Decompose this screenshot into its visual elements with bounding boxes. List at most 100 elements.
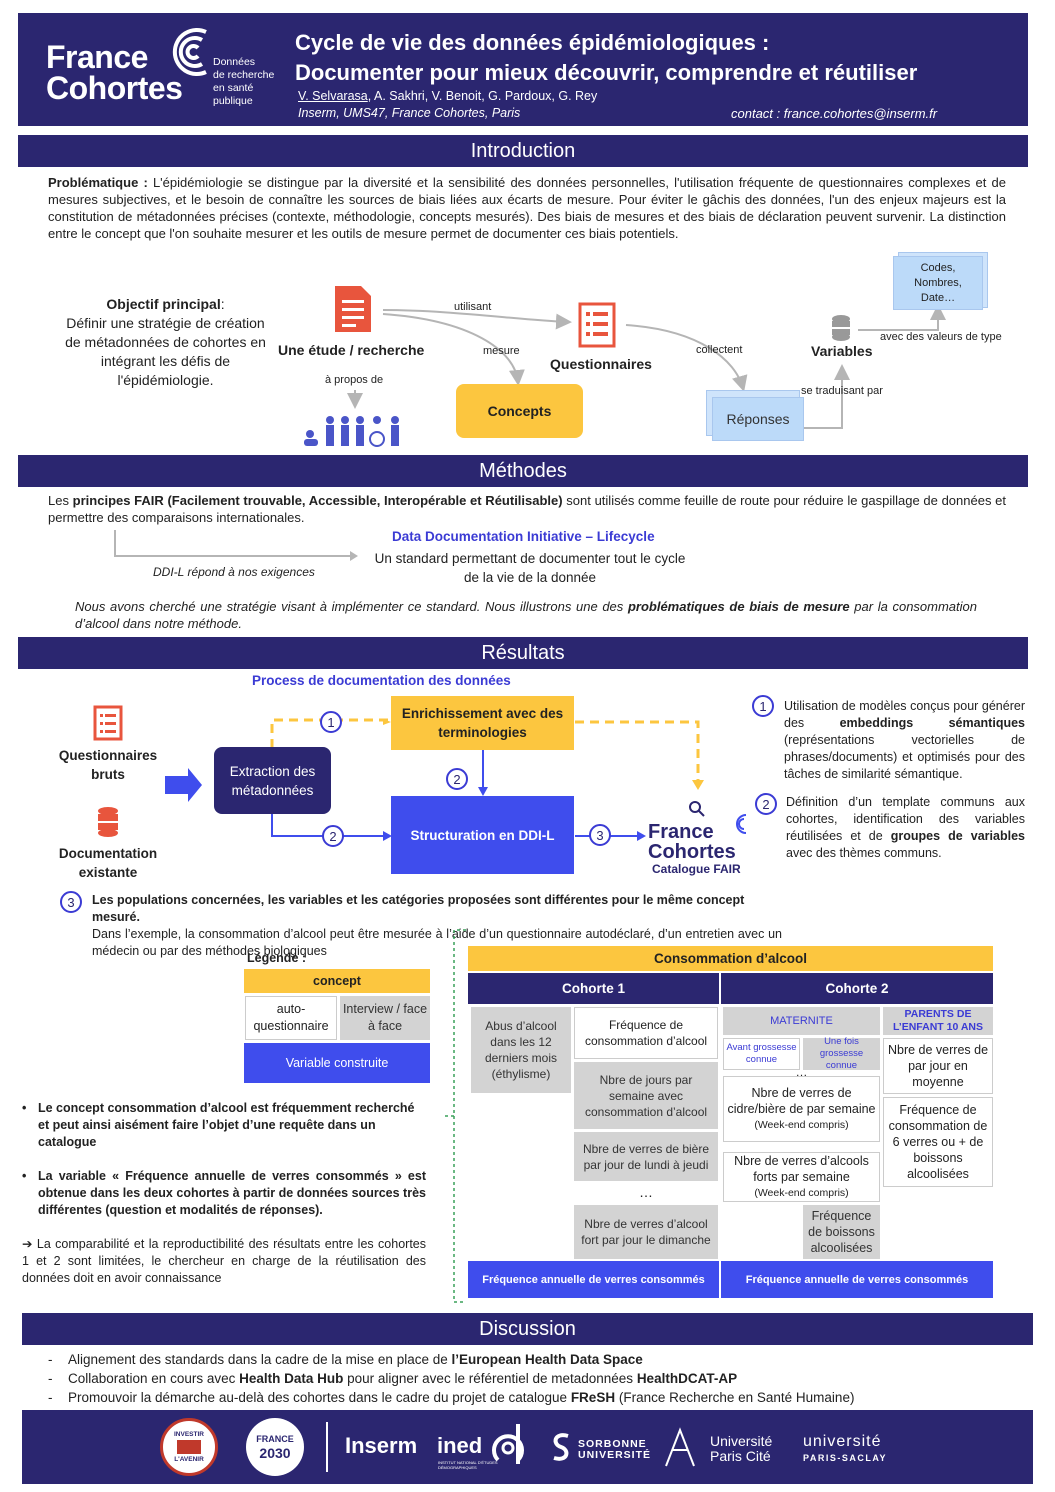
label-mesure: mesure [483,345,520,357]
step-2b-badge: 2 [322,825,344,847]
label-utilisant: utilisant [454,301,492,313]
label-collectent: collectent [696,344,743,356]
intro-problematique: Problématique : L'épidémiologie se disti… [48,175,1006,241]
c2-nbre: Nbre de verres de par jour en moyenne [883,1038,993,1094]
methods-strategy: Nous avons cherché une stratégie visant … [75,599,978,631]
note-1: Utilisation de modèles conçus pour génér… [784,699,1025,781]
c1-jours: Nbre de jours par semaine avec consommat… [574,1062,718,1129]
extraction-box: Extraction des métadonnées [214,747,331,814]
section-methodes: Méthodes [18,455,1028,487]
questionnaires-label: Questionnaires [550,356,652,372]
q-bruts-label: Questionnaires bruts [58,748,158,782]
study-label: Une étude / recherche [278,342,425,358]
search-icon [689,801,705,817]
c2-freqboissons: Fréquence de boissons alcoolisées [803,1205,880,1259]
discussion-list: -Alignement des standards dans la cadre … [48,1350,854,1407]
bracket [442,929,466,1303]
doc-existante-label: Documentation existante [58,846,158,880]
bullet-1: •Le concept consommation d’alcool est fr… [22,1101,415,1149]
c2-avant: Avant grossesse connue [723,1038,800,1070]
ined-subtitle: INSTITUT NATIONAL D'ÉTUDES DÉMOGRAPHIQUE… [438,1460,498,1470]
methods-fair: Les principes FAIR (Facilement trouvable… [48,493,1006,525]
note-3: Les populations concernées, les variable… [92,893,782,958]
discussion-item-3: -Promouvoir la démarche au-delà des coho… [48,1390,855,1405]
legend-auto: auto-questionnaire [245,996,337,1040]
catalogue-swirl-icon [736,814,747,834]
legend-concept: concept [244,969,430,993]
paris-cite-mark-icon [665,1427,695,1467]
database-icon [832,315,850,341]
c2-dots: … [795,1065,808,1079]
ined-logo: ined [437,1433,483,1458]
note-1-badge: 1 [752,695,774,717]
discussion-item-2: -Collaboration en cours avec Health Data… [48,1371,738,1386]
label-apropos: à propos de [325,374,384,386]
concepts-box: Concepts [456,384,583,438]
c1-footer: Fréquence annuelle de verres consommés [468,1261,719,1298]
c2-unefois: Une fois grossesse connue [803,1036,880,1071]
c2-cidre: Nbre de verres de cidre/bière de par sem… [723,1076,880,1142]
logo-swirl-icon [172,28,207,76]
label-avec: avec des valeurs de type [880,331,1002,343]
codes-box: Codes,Nombres,Date… [893,256,983,310]
note-2-badge: 2 [755,793,777,815]
c2-forts: Nbre de verres d’alcools forts par semai… [723,1152,880,1202]
note-3-badge: 3 [60,891,82,913]
questionnaire-icon [578,302,616,348]
poster-title: Cycle de vie des données épidémiologique… [295,30,918,85]
c1-dots: … [639,1184,653,1200]
legend-title: Légende : [247,951,307,965]
sorbonne-mark-icon [553,1433,569,1461]
intro-diagram-arrows [347,304,946,429]
catalogue-label: Catalogue FAIR [652,862,741,876]
arrow-note: ➔ La comparabilité et la reproductibilit… [22,1237,426,1285]
ddi-title: Data Documentation Initiative – Lifecycl… [392,529,655,544]
process-title: Process de documentation des données [252,673,511,688]
c2-parents: PARENTS DE L’ENFANT 10 ANS [883,1007,993,1035]
ddi-struct-box: Structuration en DDI-L [391,796,574,874]
footer-divider [326,1422,328,1472]
c1-freq: Fréquence de consommation d’alcool [574,1007,718,1059]
database-red-icon [98,807,118,837]
contact-email[interactable]: contact : france.cohortes@inserm.fr [731,106,938,121]
c1-fort: Nbre de verres d’alcool fort par jour le… [574,1205,718,1259]
cohorte-1-header: Cohorte 1 [468,973,719,1004]
inserm-logo: Inserm [345,1433,418,1458]
bullet-2: •La variable « Fréquence annuelle de ver… [22,1169,426,1217]
c2-freq6: Fréquence de consommation de 6 verres ou… [883,1097,993,1187]
step-1-badge: 1 [320,711,342,733]
questionnaire-raw-icon [93,705,123,741]
cohorte-2-header: Cohorte 2 [721,973,993,1004]
section-introduction: Introduction [18,135,1028,167]
objective: Objectif principal:Définir une stratégie… [65,296,266,388]
label-traduisant: se traduisant par [801,385,883,397]
population-icon [304,416,399,447]
reponses-box: Réponses [712,397,804,441]
c1-biere: Nbre de verres de bière par jour de lund… [574,1132,718,1181]
section-discussion: Discussion [22,1313,1033,1345]
ddi-arrow [114,530,358,561]
c2-footer: Fréquence annuelle de verres consommés [721,1261,993,1298]
c2-maternite: MATERNITE [723,1007,880,1035]
variables-label: Variables [811,343,873,359]
section-resultats: Résultats [18,637,1028,669]
ddi-description: Un standard permettant de documenter tou… [374,551,686,585]
table-title: Consommation d’alcool [468,946,993,971]
authors: V. Selvarasa, A. Sakhri, V. Benoit, G. P… [298,89,598,103]
legend-var: Variable construite [244,1043,430,1083]
step-2-badge: 2 [446,768,468,790]
c1-abus: Abus d’alcool dans les 12 derniers mois … [471,1007,571,1093]
document-icon [335,286,371,332]
note-2: Définition d’un template communs aux coh… [786,795,1025,860]
step-3-badge: 3 [589,824,611,846]
legend-interview: Interview / face à face [340,996,430,1040]
enrich-box: Enrichissement avec des terminologies [391,696,574,750]
institution: Inserm, UMS47, France Cohortes, Paris [298,106,521,120]
